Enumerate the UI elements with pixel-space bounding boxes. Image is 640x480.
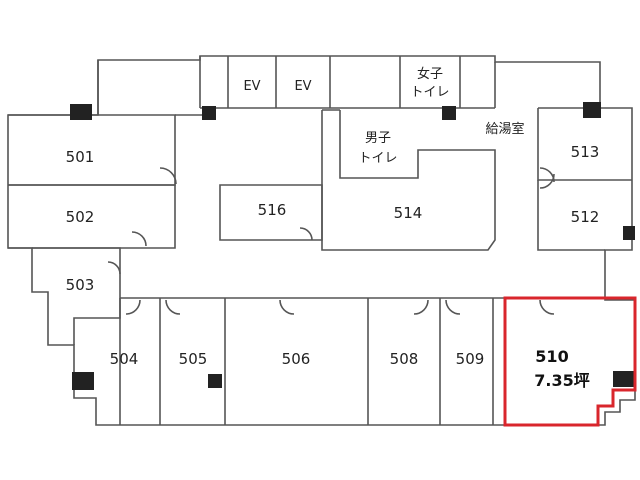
room-516-label: 516	[258, 201, 287, 219]
room-513-label: 513	[571, 143, 600, 161]
room-510-highlight[interactable]	[503, 296, 637, 427]
room-503-label: 503	[66, 276, 95, 294]
room-509-label: 509	[456, 350, 485, 368]
column	[202, 106, 216, 120]
room-506-label: 506	[282, 350, 311, 368]
room-504-label: 504	[110, 350, 139, 368]
womens-toilet-label-2: トイレ	[410, 85, 449, 100]
mens-toilet-label-2: トイレ	[358, 151, 397, 166]
room-514-walls	[321, 110, 496, 251]
elevator-label-1: EV	[243, 79, 260, 94]
column	[72, 372, 94, 390]
room-505-label: 505	[179, 350, 208, 368]
column	[208, 374, 222, 388]
room-512-label: 512	[571, 208, 600, 226]
room-512-walls	[537, 180, 605, 251]
room-501-label: 501	[66, 148, 95, 166]
mens-toilet-label-1: 男子	[365, 131, 391, 146]
room-508-label: 508	[390, 350, 419, 368]
kitchenette-label: 給湯室	[485, 121, 524, 137]
column	[623, 226, 635, 240]
column	[442, 106, 456, 120]
room-503-walls	[32, 247, 121, 345]
room-514-label: 514	[394, 204, 423, 222]
column	[583, 102, 601, 118]
womens-toilet-label-1: 女子	[417, 66, 443, 82]
room-502-label: 502	[66, 208, 95, 226]
elevator-label-2: EV	[294, 79, 311, 94]
room-510-label: 510	[535, 347, 568, 366]
room-510-area: 7.35坪	[534, 371, 589, 390]
column	[613, 371, 635, 387]
building-outline	[7, 55, 636, 426]
column	[70, 104, 92, 120]
